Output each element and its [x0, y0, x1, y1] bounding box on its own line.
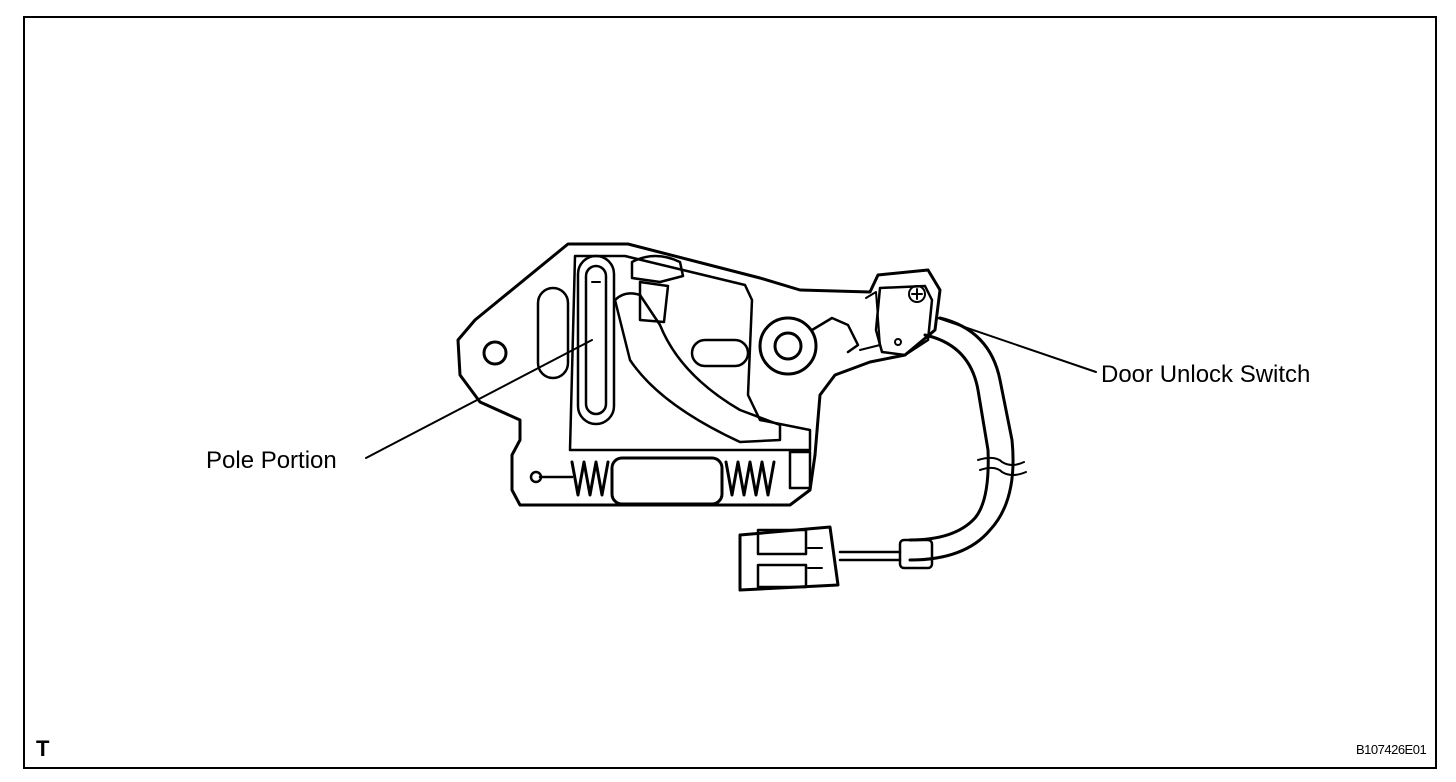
diagram-frame — [23, 16, 1437, 769]
corner-mark: T — [36, 736, 50, 761]
pole-portion-label: Pole Portion — [206, 447, 337, 474]
bracket-plate — [456, 242, 942, 507]
door-switch-leader — [937, 317, 1097, 373]
pole-slot — [576, 254, 616, 426]
figure-id: B107426E01 — [1356, 742, 1427, 757]
pole-portion-leader — [365, 339, 593, 459]
wire-connector — [738, 525, 840, 592]
switch-cable — [908, 316, 1015, 562]
unlock-switch-body — [874, 284, 934, 357]
door-unlock-switch-label: Door Unlock Switch — [1101, 361, 1311, 388]
spring-sleeve — [610, 456, 724, 506]
